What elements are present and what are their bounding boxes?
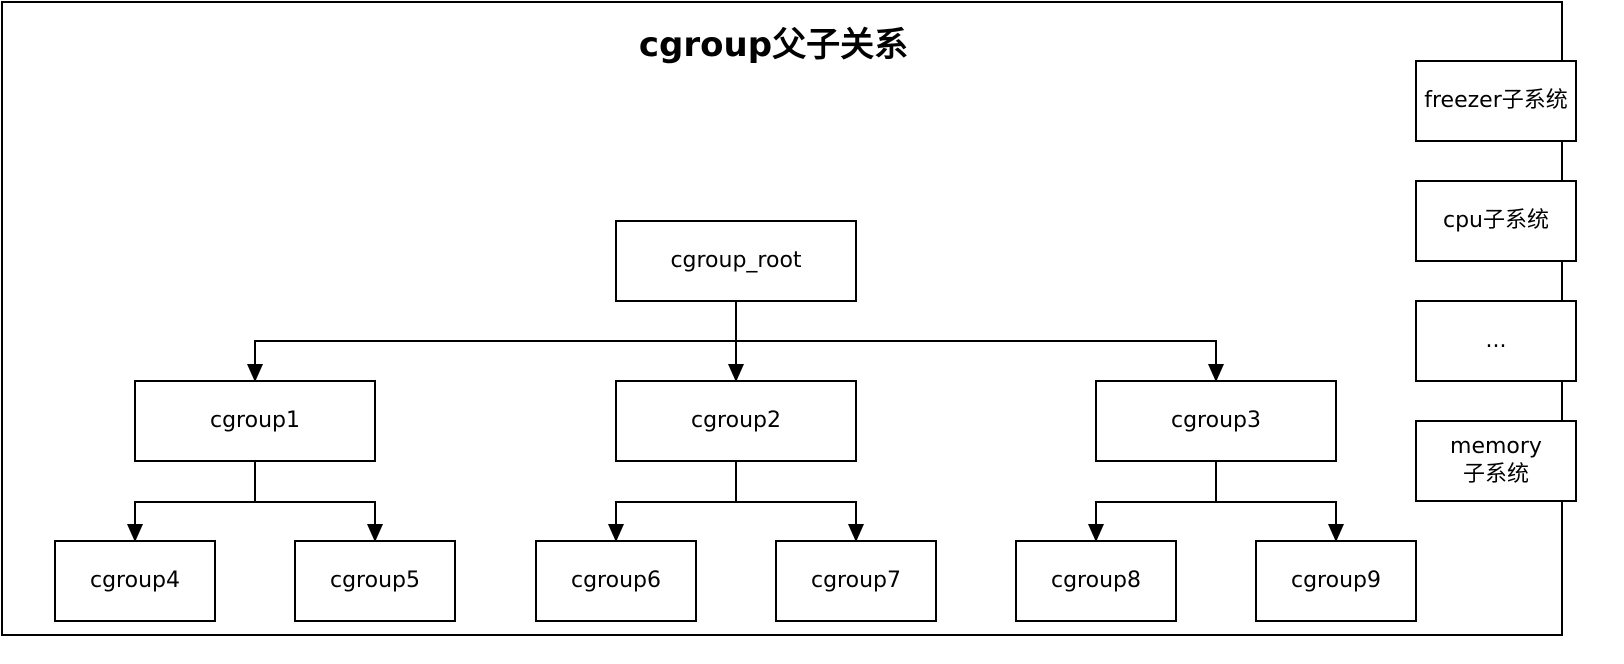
node-cgroup6: cgroup6 xyxy=(535,540,697,622)
node-cgroup7: cgroup7 xyxy=(775,540,937,622)
arrowhead xyxy=(247,364,263,382)
node-cgroup5: cgroup5 xyxy=(294,540,456,622)
arrowhead xyxy=(608,524,624,542)
diagram-title: cgroup父子关系 xyxy=(638,25,909,65)
edge-root-cgroup3 xyxy=(736,340,1217,370)
node-cgroup-root: cgroup_root xyxy=(615,220,857,302)
subsystem-cpu: cpu子系统 xyxy=(1415,180,1577,262)
edge-cgroup3-cgroup8 xyxy=(1095,462,1217,530)
node-cgroup4: cgroup4 xyxy=(54,540,216,622)
arrowhead xyxy=(1088,524,1104,542)
edge-cgroup2-cgroup7 xyxy=(736,501,857,530)
edge-root-cgroup1 xyxy=(254,302,737,370)
subsystem-memory: memory 子系统 xyxy=(1415,420,1577,502)
subsystem-ellipsis: ... xyxy=(1415,300,1577,382)
arrowhead xyxy=(1208,364,1224,382)
subsystem-freezer: freezer子系统 xyxy=(1415,60,1577,142)
edge-cgroup1-cgroup5 xyxy=(255,501,376,530)
edge-cgroup1-cgroup4 xyxy=(134,462,256,530)
node-cgroup3: cgroup3 xyxy=(1095,380,1337,462)
edge-cgroup2-cgroup6 xyxy=(615,462,737,530)
node-cgroup9: cgroup9 xyxy=(1255,540,1417,622)
arrowhead xyxy=(728,364,744,382)
arrowhead xyxy=(1328,524,1344,542)
node-cgroup2: cgroup2 xyxy=(615,380,857,462)
arrowhead xyxy=(127,524,143,542)
node-cgroup8: cgroup8 xyxy=(1015,540,1177,622)
edge-cgroup3-cgroup9 xyxy=(1216,501,1337,530)
arrowhead xyxy=(367,524,383,542)
node-cgroup1: cgroup1 xyxy=(134,380,376,462)
arrowhead xyxy=(848,524,864,542)
